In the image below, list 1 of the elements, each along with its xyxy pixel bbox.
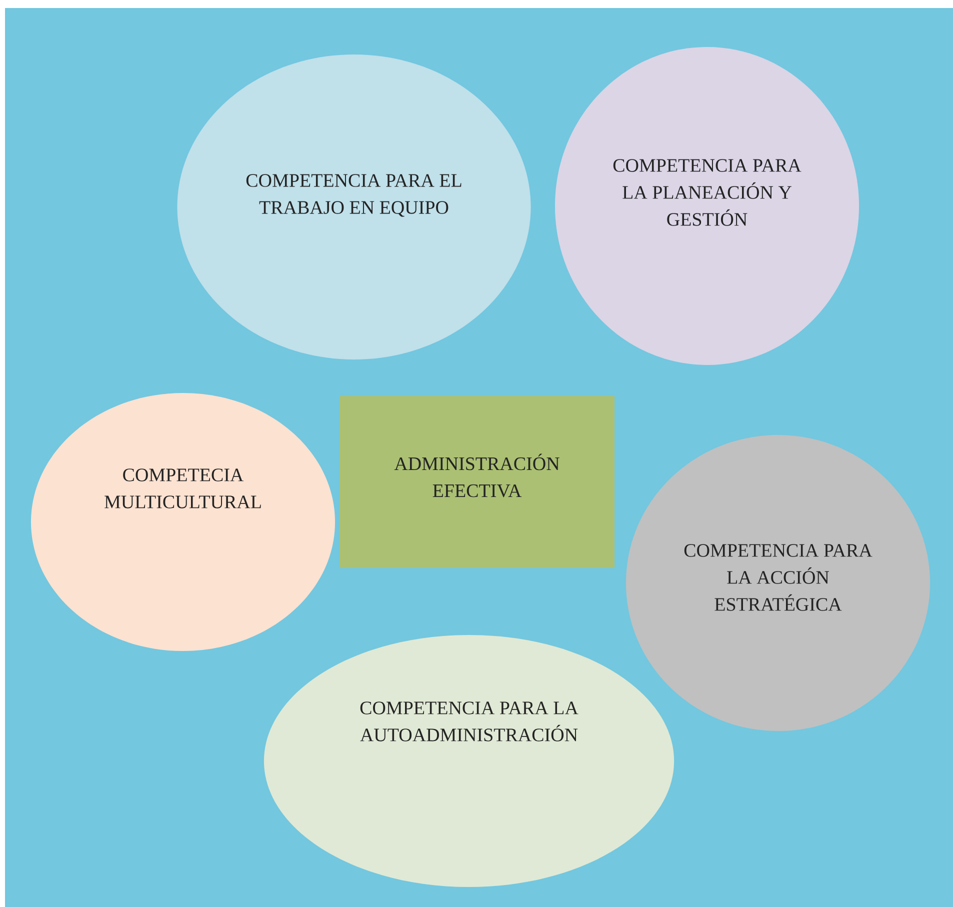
central-box: ADMINISTRACIÓN EFECTIVA [340,396,614,568]
